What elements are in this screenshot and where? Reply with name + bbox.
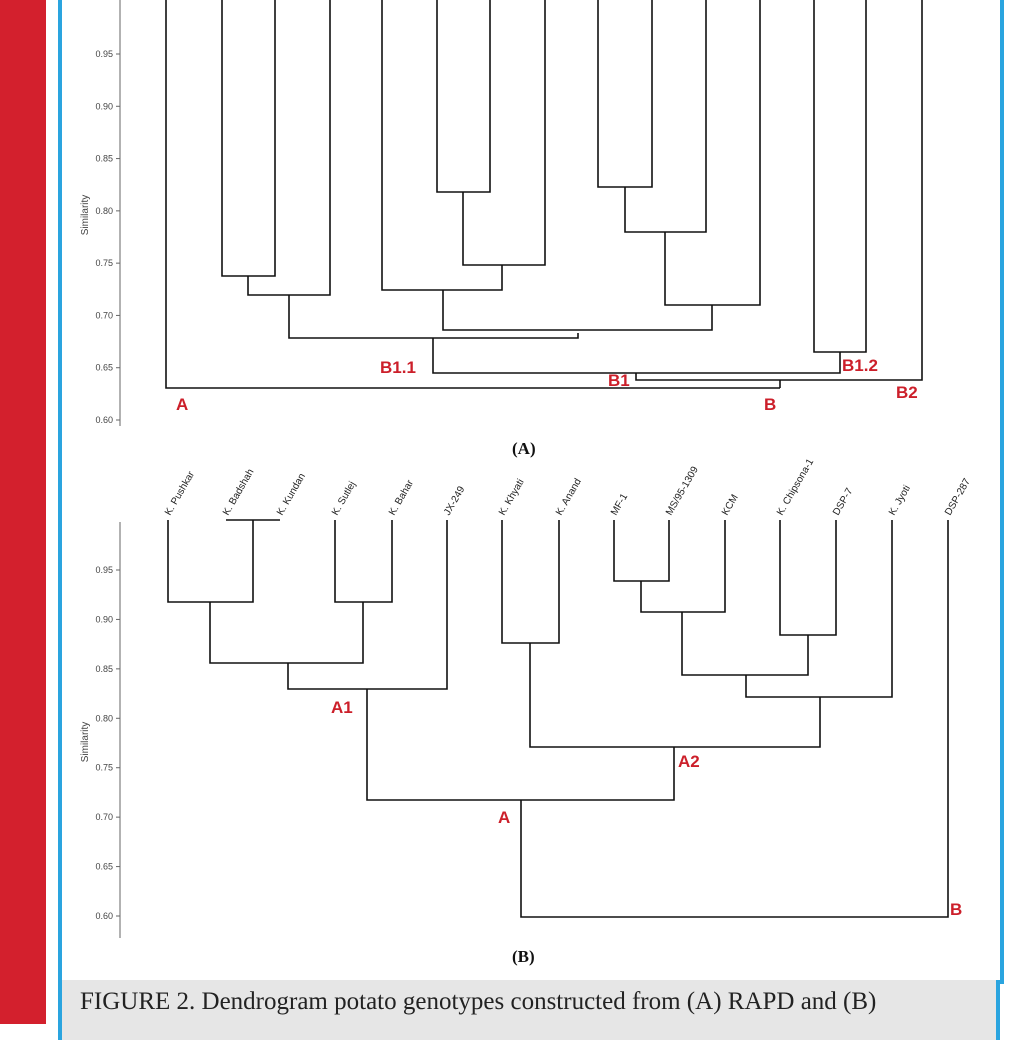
- leaf-label: DSP-287: [943, 476, 973, 517]
- y-tick-label: 0.75: [95, 763, 113, 773]
- y-tick-label: 0.65: [95, 363, 113, 373]
- y-tick-label: 0.80: [95, 713, 113, 723]
- y-ticks-a: 0.60 0.65 0.70 0.75 0.80 0.85 0.90 0.95: [95, 49, 120, 425]
- leaf-label: MS/95-1309: [664, 464, 701, 517]
- y-tick-label: 0.65: [95, 862, 113, 872]
- branch-a-2: [247, 0, 331, 296]
- branch-b-13: [366, 689, 675, 801]
- leaf-labels-b: K. Pushkar K. Badshah K. Kundan K. Sutlej K.…: [163, 457, 973, 518]
- branches-b: [167, 519, 949, 918]
- cluster-label-a1: A1: [331, 698, 353, 717]
- branch-a-13: [635, 0, 923, 381]
- y-tick-label: 0.60: [95, 911, 113, 921]
- y-tick-label: 0.70: [95, 812, 113, 822]
- leaf-label: K. Chipsona-1: [775, 457, 816, 518]
- figure-frame: [58, 0, 1004, 984]
- leaf-label: DSP-7: [831, 486, 855, 517]
- branch-b-7: [613, 520, 670, 582]
- branch-b-6: [501, 520, 560, 644]
- leaf-label: K. Jyoti: [887, 484, 913, 518]
- branch-b-10: [681, 612, 809, 676]
- cluster-label-b1-1: B1.1: [380, 358, 416, 377]
- branches-a: [165, 0, 923, 389]
- dendrogram-b: 0.60 0.65 0.70 0.75 0.80 0.85 0.90 0.95 Similar…: [80, 457, 973, 966]
- leaf-label: K. Bahar: [387, 478, 416, 518]
- branch-b-2: [167, 520, 254, 603]
- leaf-label: K. Khyati: [497, 477, 527, 517]
- cluster-label-a2: A2: [678, 752, 700, 771]
- branch-a-5: [436, 0, 491, 193]
- figure-svg: 0.60 0.65 0.70 0.75 0.80 0.85 0.90 0.95 Similar…: [80, 0, 973, 966]
- y-tick-label: 0.90: [95, 101, 113, 111]
- y-tick-label: 0.60: [95, 415, 113, 425]
- accent-gap: [46, 0, 56, 1024]
- leaf-label: K. Kundan: [275, 472, 308, 518]
- panel-label-b: (B): [512, 947, 535, 966]
- cluster-label-a: A: [176, 395, 188, 414]
- branch-a-12: [813, 0, 867, 353]
- branch-a-4: [381, 0, 503, 291]
- panel-label-a: (A): [512, 439, 536, 458]
- branch-a-1: [221, 0, 276, 277]
- figure-caption: FIGURE 2. Dendrogram potato genotypes co…: [80, 988, 877, 1015]
- cluster-label-b1: B1: [608, 371, 630, 390]
- branch-a-3: [288, 295, 579, 339]
- branch-b-9: [779, 520, 837, 636]
- branch-a-7: [597, 0, 653, 188]
- y-tick-label: 0.80: [95, 206, 113, 216]
- leaf-label: JX-249: [442, 484, 468, 517]
- branch-b-3: [334, 520, 393, 603]
- y-tick-label: 0.95: [95, 49, 113, 59]
- y-tick-label: 0.95: [95, 565, 113, 575]
- leaf-label: K. Sutlej: [330, 480, 358, 518]
- dendrogram-a: 0.60 0.65 0.70 0.75 0.80 0.85 0.90 0.95 Similar…: [80, 0, 923, 458]
- accent-bar: [0, 0, 46, 1024]
- cluster-label-b1-2: B1.2: [842, 356, 878, 375]
- branch-a-9: [664, 0, 761, 306]
- y-axis-label-b: Similarity: [80, 722, 91, 763]
- branch-a-10: [442, 290, 713, 331]
- branch-b-8: [640, 520, 726, 613]
- cluster-label-b-root: B: [950, 900, 962, 919]
- branch-a-6: [462, 0, 546, 266]
- leaf-label: K. Pushkar: [163, 469, 197, 517]
- branch-a-8: [624, 0, 707, 233]
- branch-a-11: [432, 338, 841, 374]
- branch-b-14: [520, 520, 949, 918]
- branch-root-a: [165, 0, 780, 389]
- y-axis-label-a: Similarity: [80, 195, 91, 236]
- y-tick-label: 0.85: [95, 154, 113, 164]
- leaf-label: MF-1: [609, 491, 630, 517]
- branch-b-4: [209, 602, 364, 664]
- leaf-label: KCM: [720, 493, 741, 518]
- y-tick-label: 0.90: [95, 614, 113, 624]
- branch-b-12: [529, 643, 821, 748]
- cluster-label-b2: B2: [896, 383, 918, 402]
- cluster-label-b: B: [764, 395, 776, 414]
- y-tick-label: 0.75: [95, 258, 113, 268]
- leaf-label: K. Anand: [554, 477, 584, 518]
- cluster-label-a-root: A: [498, 808, 510, 827]
- leaf-label: K. Badshah: [221, 467, 256, 517]
- y-tick-label: 0.85: [95, 664, 113, 674]
- branch-b-11: [745, 520, 893, 698]
- y-ticks-b: 0.60 0.65 0.70 0.75 0.80 0.85 0.90 0.95: [95, 565, 120, 921]
- y-tick-label: 0.70: [95, 310, 113, 320]
